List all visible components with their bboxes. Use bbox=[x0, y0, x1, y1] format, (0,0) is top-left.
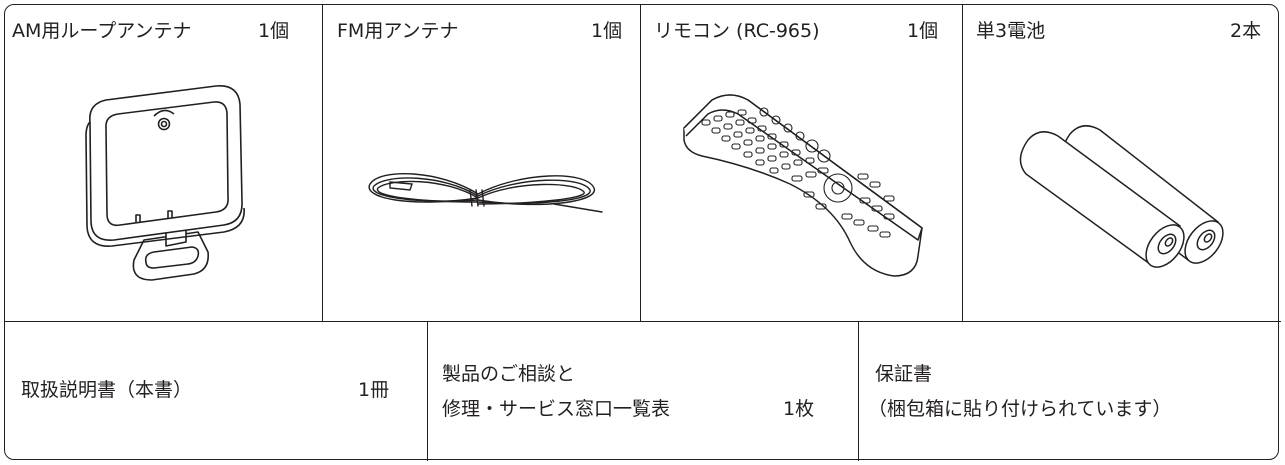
col-divider-2 bbox=[640, 4, 641, 321]
fm-antenna-name: FM用アンテナ bbox=[337, 20, 459, 42]
col-divider-1 bbox=[322, 4, 323, 321]
remote-qty: 1個 bbox=[907, 20, 939, 42]
remote-control-icon bbox=[672, 92, 932, 292]
row-divider bbox=[4, 321, 1281, 322]
col-divider-4 bbox=[427, 321, 428, 461]
batteries-qty: 2本 bbox=[1230, 20, 1262, 42]
accessory-table bbox=[4, 4, 1279, 460]
manual-name: 取扱説明書（本書） bbox=[21, 379, 193, 401]
col-divider-5 bbox=[858, 321, 859, 461]
loop-antenna-icon bbox=[76, 82, 256, 297]
am-antenna-name: AM用ループアンテナ bbox=[12, 20, 192, 42]
fm-antenna-qty: 1個 bbox=[591, 20, 623, 42]
warranty-line2: （梱包箱に貼り付けられています） bbox=[868, 398, 1172, 420]
col-divider-3 bbox=[962, 4, 963, 321]
aa-battery-icon bbox=[1010, 118, 1230, 278]
service-list-line2: 修理・サービス窓口一覧表 bbox=[442, 398, 671, 420]
batteries-name: 単3電池 bbox=[976, 20, 1046, 42]
warranty-line1: 保証書 bbox=[875, 363, 933, 385]
manual-qty: 1冊 bbox=[358, 379, 390, 401]
fm-wire-antenna-icon bbox=[350, 160, 610, 230]
service-list-line1: 製品のご相談と bbox=[442, 363, 576, 385]
service-list-qty: 1枚 bbox=[783, 398, 815, 420]
remote-name: リモコン (RC-965) bbox=[654, 20, 820, 42]
am-antenna-qty: 1個 bbox=[258, 20, 290, 42]
